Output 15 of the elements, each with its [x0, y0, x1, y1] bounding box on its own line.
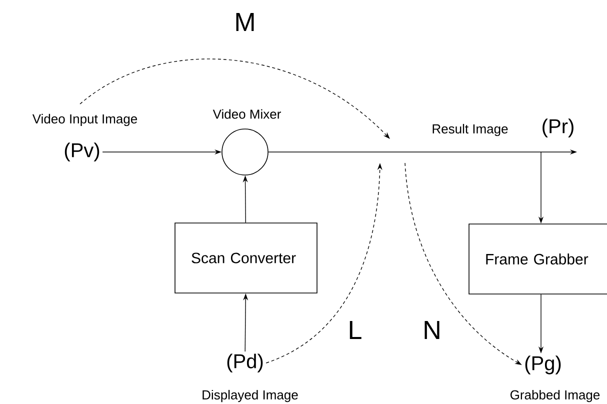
process-box: Frame Grabber [468, 224, 607, 294]
edge-label: M [233, 12, 257, 32]
edge-label: N [422, 320, 442, 340]
signal-label: (Pg) [525, 356, 561, 374]
signal-label: (Pv) [64, 142, 100, 162]
caption-text: Video Input Image [32, 114, 138, 126]
caption-text: Result Image [432, 124, 508, 136]
process-box: Scan Converter [174, 222, 318, 294]
caption-text: Video Mixer [212, 109, 281, 119]
caption-text: Grabbed Image [510, 390, 600, 402]
signal-label: (Pd) [227, 354, 263, 372]
edge-label: L [346, 320, 364, 340]
arrow [80, 58, 390, 139]
caption-text: Displayed Image [202, 390, 298, 402]
signal-label: (Pr) [542, 118, 574, 138]
